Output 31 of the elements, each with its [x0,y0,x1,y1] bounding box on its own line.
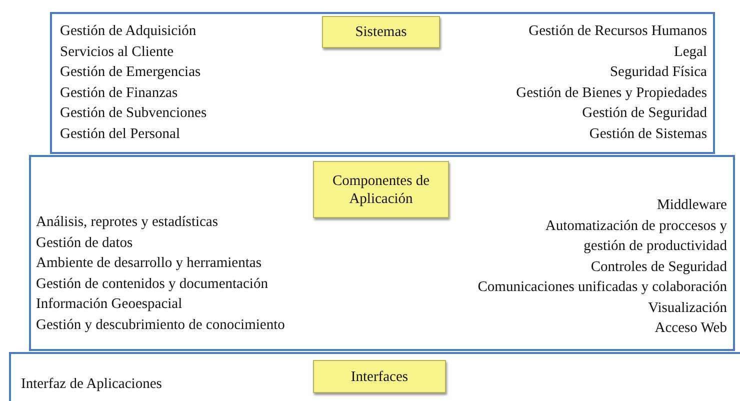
list-item: Gestión de Subvenciones [60,104,207,123]
list-item: Seguridad Física [610,63,707,82]
list-item: Visualización [648,298,727,318]
layer-panel [50,12,715,154]
list-item: Gestión del Personal [60,124,180,144]
list-item: Gestión de Adquisición [60,22,196,41]
list-item: Middleware [656,196,727,215]
section-title-label: Componentes de Aplicación [313,161,449,218]
list-item: Interfaz de Aplicaciones [21,375,162,394]
list-item: Información Geoespacial [36,295,182,314]
list-item: Análisis, reprotes y estadísticas [36,213,218,232]
list-item: Ambiente de desarrollo y herramientas [36,254,262,273]
list-item: Automatización de proccesos y gestión de productividad [544,216,727,256]
list-item: Gestión de Finanzas [60,84,178,102]
list-item: Gestión de Recursos Humanos [528,22,707,41]
layer-panel [29,155,735,351]
section-title-label: Sistemas [322,16,440,48]
list-item: Comunicaciones unificadas y colaboración [478,278,727,297]
list-item: Gestión de Bienes y Propiedades [516,84,707,102]
list-item: Servicios al Cliente [60,42,174,62]
list-item: Gestión y descubrimiento de conocimiento [36,316,285,334]
list-item: Acceso Web [654,319,727,338]
list-item: Gestión de Emergencias [60,63,201,82]
section-title-label: Interfaces [313,360,446,393]
layer-panel [9,352,740,401]
list-item: Gestión de Seguridad [582,104,707,123]
list-item: Gestión de Sistemas [589,124,707,144]
list-item: Gestión de contenidos y documentación [36,274,268,294]
list-item: Gestión de datos [36,234,133,252]
list-item: Legal [674,42,707,62]
list-item: Controles de Seguridad [590,258,727,276]
